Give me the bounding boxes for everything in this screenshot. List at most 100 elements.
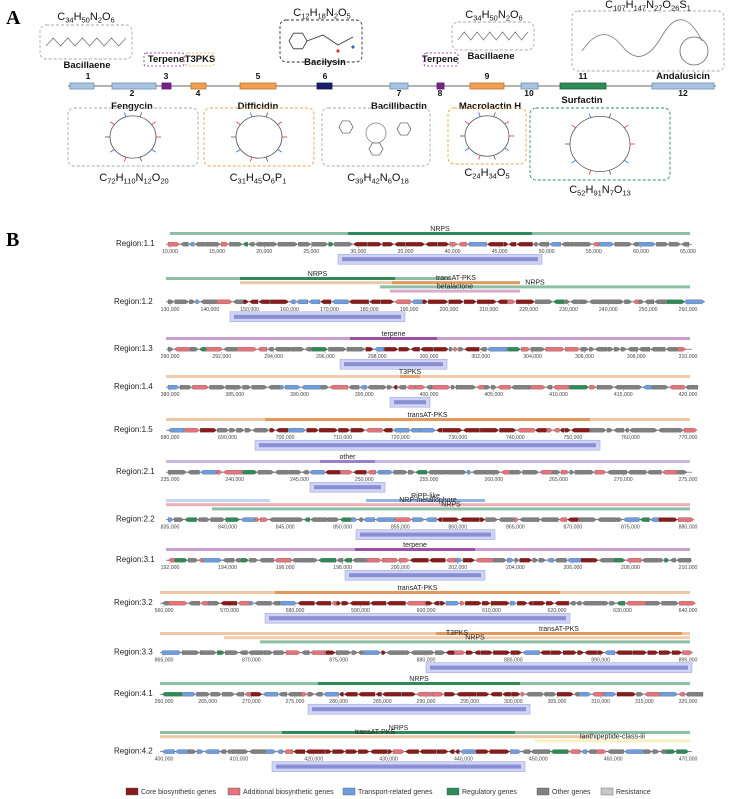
gene-arrow [262,428,270,433]
tick-label: 700,000 [276,435,295,441]
gene-arrow [684,692,704,697]
gene-arrow [606,428,614,433]
gene-arrow [248,242,255,247]
gene-arrow [480,650,493,655]
cluster-bar-7 [389,82,409,90]
product-range-bar [166,499,270,502]
gene-arrow [442,517,460,522]
gene-arrow [513,517,520,522]
gene-arrow [188,558,199,563]
bond [464,121,470,125]
gene-arrow [269,428,276,433]
formula-subscript: 2 [334,12,338,21]
product-core-bar [436,632,682,635]
gene-arrow [393,385,398,390]
gene-arrow [484,385,491,390]
gene-arrow [200,601,208,606]
structure-bacillaene-1 [39,24,133,60]
gene-arrow [436,749,449,754]
gene-arrow [560,470,570,475]
formula-subscript: 31 [238,177,246,186]
gene-arrow [476,692,490,697]
gene-arrow [448,749,455,754]
gene-arrow [196,692,211,697]
bond [504,147,510,151]
gene-arrow [579,692,592,697]
gene-arrow [270,299,290,304]
gene-arrow [359,385,367,390]
similarity-track [349,573,481,578]
gene-arrow [521,749,531,754]
gene-arrow [200,428,218,433]
gene-arrow [428,558,446,563]
gene-arrow [496,299,508,304]
tick-label: 260,000 [155,699,174,705]
cluster-name-3: Terpene [148,54,184,65]
legend-label: Core biosynthetic genes [141,789,217,796]
gene-arrow [580,749,587,754]
gene-arrow [251,385,268,390]
formula-subscript: 6 [388,177,392,186]
tick-label: 206,000 [564,565,583,571]
gene-arrow [550,650,563,655]
gene-arrow [181,650,200,655]
gene-arrow [174,749,188,754]
gene-arrow [522,470,540,475]
bond [110,149,115,153]
cluster-number-5: 5 [256,71,261,81]
gene-arrow [287,692,302,697]
gene-arrow [639,517,650,522]
gene-arrow [588,299,605,304]
formula-element: O [262,172,271,184]
gene-arrow [267,385,280,390]
cluster-name-7: Bacillibactin [371,101,427,112]
tick-label: 570,000 [220,608,239,614]
bond [236,121,241,125]
legend-item: Regulatory genes [446,787,517,796]
gene-arrow [387,385,393,390]
formula-subscript: 34 [489,172,497,181]
gene-arrow [432,385,451,390]
gene-arrow [444,692,456,697]
gene-arrow [533,601,546,606]
tick-label: 294,000 [264,354,283,360]
tick-label: 295,000 [460,699,479,705]
structure-box [529,107,671,181]
gene-arrow [584,650,597,655]
gene-arrow [639,428,658,433]
gene-arrow [493,650,511,655]
gene-arrow [433,601,440,606]
gene-arrow [174,299,189,304]
gene-arrow [242,470,258,475]
gene-arrow [375,517,395,522]
gene-arrow [500,470,510,475]
structure-box [279,19,363,63]
gene-arrow [399,558,410,563]
product-range-bar [212,507,690,511]
bond [265,156,269,162]
cluster-name-11: Surfactin [561,95,602,106]
tick-label: 420,000 [304,757,323,763]
region-label: Region:3.2 [114,598,153,607]
gene-arrow [167,517,174,522]
gene-arrow [255,517,260,522]
gene-arrow [173,347,190,352]
gene-arrow [237,347,258,352]
tick-label: 198,000 [333,565,352,571]
gene-arrow [340,470,353,475]
cluster-bar-1 [69,82,95,90]
cluster-bar-10 [520,82,539,90]
gene-arrow [334,242,353,247]
tick-label: 885,000 [504,658,523,664]
tick-label: 630,000 [613,608,632,614]
gene-arrow [188,749,197,754]
gene-arrow [308,470,325,475]
bond [151,149,156,153]
gene-arrow [678,692,685,697]
gene-arrow [229,428,237,433]
gene-arrow [216,470,223,475]
cluster-number-9: 9 [485,71,490,81]
gene-arrow [161,650,182,655]
formula-subscript: 91 [593,189,601,198]
